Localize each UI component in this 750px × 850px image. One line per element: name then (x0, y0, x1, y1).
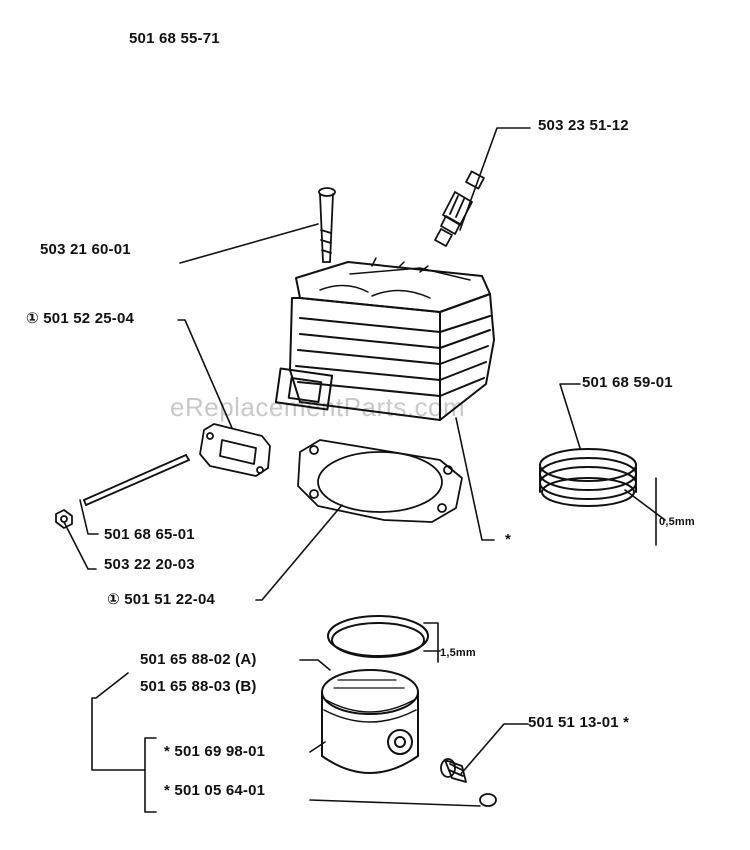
label-needle-bearing: 501 51 13-01 * (528, 714, 630, 731)
piston-ring (327, 615, 429, 658)
label-nut: 503 22 20-03 (104, 556, 195, 573)
circlip (479, 793, 497, 807)
leader-bolt (179, 223, 319, 264)
label-circlip: * 501 05 64-01 (164, 782, 266, 799)
diagram-title: 501 68 55-71 (129, 30, 220, 47)
label-cylinder-gasket: ① 501 51 22-04 (107, 591, 216, 608)
piston (321, 669, 419, 774)
bracket-piston-parts (144, 737, 157, 813)
leader-muffler-gasket (177, 319, 233, 429)
leader-nut (63, 521, 97, 570)
label-piston-ring-thickness: 1,5mm (440, 647, 476, 659)
cylinder-gasket (297, 439, 463, 523)
nut (55, 509, 73, 529)
leader-lines (63, 127, 666, 813)
leader-piston-top (299, 659, 331, 671)
needle-bearing (440, 758, 467, 783)
leader-cylinder-star (455, 417, 495, 541)
label-piston-assy-b: 501 65 88-03 (B) (140, 678, 257, 695)
label-muffler-gasket: ① 501 52 25-04 (26, 310, 135, 327)
label-spark-plug: 503 23 51-12 (538, 117, 629, 134)
label-piston-assy-a: 501 65 88-02 (A) (140, 651, 257, 668)
leader-piston-ring-thickness (423, 622, 439, 663)
label-cylinder-asterisk: * (505, 531, 512, 548)
label-piston-ring-set: 501 68 59-01 (582, 374, 673, 391)
label-stud: 501 68 65-01 (104, 526, 195, 543)
label-ring-thickness: 0,5mm (659, 516, 695, 528)
piston-ring-set (539, 448, 637, 507)
leader-stud (79, 499, 99, 535)
label-bolt: 503 21 60-01 (40, 241, 131, 258)
spark-plug (434, 170, 485, 247)
leader-ring-thickness-2 (624, 489, 666, 521)
bracket-piston-assy (91, 672, 146, 771)
bolt (318, 187, 336, 263)
muffler-gasket (199, 423, 271, 477)
leader-circlip (309, 799, 481, 807)
leader-ring-set (559, 383, 581, 449)
label-piston: * 501 69 98-01 (164, 743, 266, 760)
stud (83, 454, 190, 506)
leader-spark-plug (459, 127, 531, 231)
leader-cylinder-gasket (255, 504, 343, 601)
cylinder (274, 257, 495, 421)
leader-needle-bearing (459, 723, 529, 776)
